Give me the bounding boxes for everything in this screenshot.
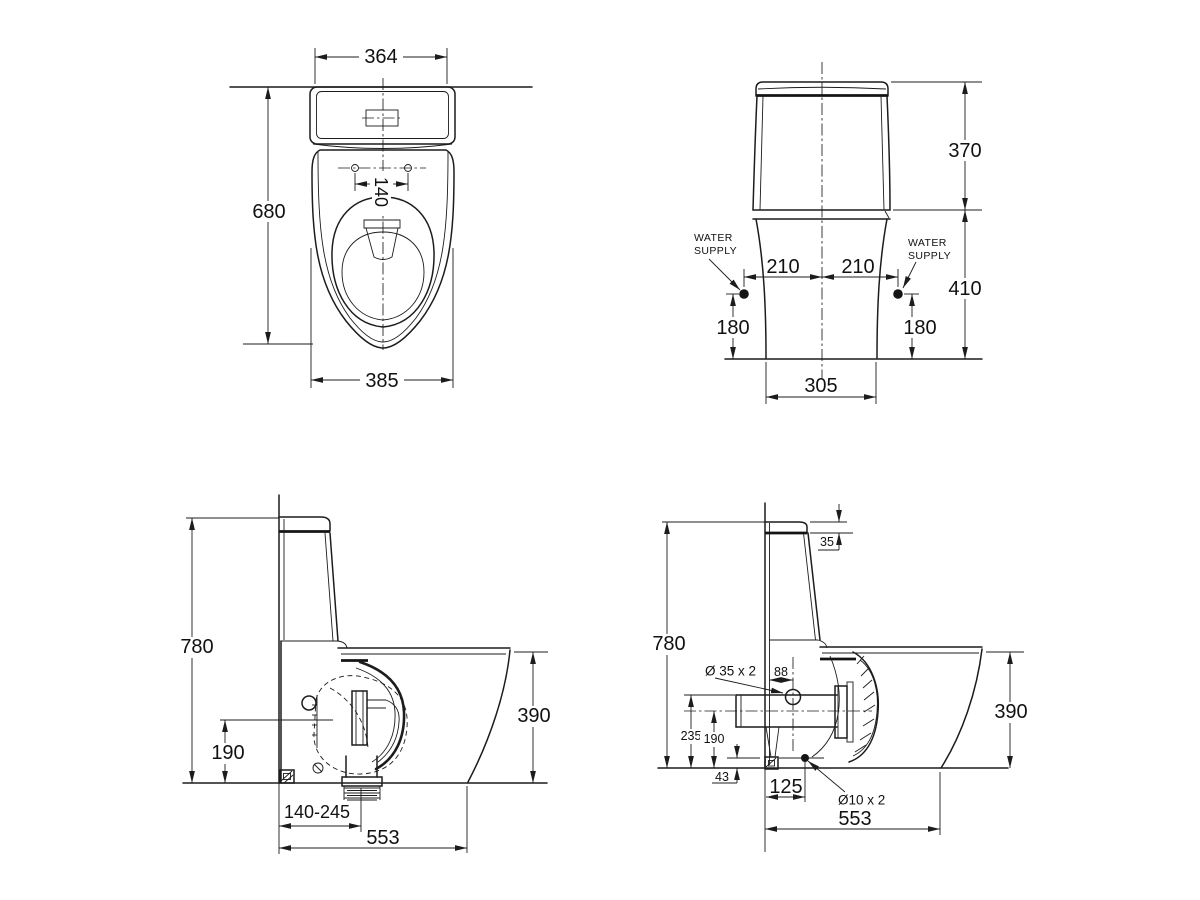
dim-label-410: 410 [948,278,981,300]
dimension-390: 390 [986,651,1033,768]
bowl-opening [331,196,435,328]
water-supply-left-text2: SUPPLY [694,245,737,257]
dimension-35: 35 [810,504,853,551]
floor-outlet-pipe [341,755,383,801]
label-fixing-hole: Ø10 x 2 [807,760,885,808]
dimension-190: 190 [206,719,333,783]
dim-label-210-right: 210 [841,256,874,278]
pan-section-outline [819,646,983,769]
dim-label-190: 190 [211,742,244,764]
flush-button [365,109,399,127]
dim-label-370: 370 [948,140,981,162]
cistern-section-outline [764,521,828,649]
dim-label-190: 190 [704,732,725,746]
dimension-370: 370 [891,81,987,211]
dim-label-125: 125 [769,776,802,798]
dimension-680: 680 [243,87,313,345]
side-view: 780 390 190 140-245 553 [175,494,557,854]
inlet-pipe-section [684,657,872,752]
water-supply-points [739,289,903,299]
dim-label-180-left: 180 [716,317,749,339]
cistern-top-outline [309,86,456,149]
dim-label-780: 780 [652,633,685,655]
dim-label-210-left: 210 [766,256,799,278]
floor-fixing-hole [279,769,295,784]
dimension-780: 780 [647,521,765,768]
cistern-rear-outline [752,81,891,220]
inlet-valve-circle [301,695,317,711]
dim-label-235: 235 [681,729,702,743]
dim-label-364: 364 [364,46,397,68]
down-pipe [727,726,824,759]
dim-label-140-245: 140-245 [284,802,350,822]
water-supply-left-text1: WATER [694,232,733,244]
dim-label-553: 553 [366,827,399,849]
trap-wall-hatched [811,651,880,763]
water-supply-inlet-right [893,289,903,299]
water-supply-right-text2: SUPPLY [908,250,951,262]
dimension-180-left: 180 [711,293,755,359]
dim-label-553: 553 [838,808,871,830]
seat-outline [311,149,455,349]
dim-label-390: 390 [994,701,1027,723]
dim-label-680: 680 [252,201,285,223]
dimension-125: 125 [766,762,806,802]
dimension-210-left: 210 [743,256,822,287]
dimension-210-right: 210 [822,256,899,287]
water-supply-right-text1: WATER [908,237,947,249]
water-supply-label-left: WATER SUPPLY [694,232,741,291]
plan-view: 364 680 140 385 [229,46,533,392]
pan-side-outline [280,640,511,783]
dim-label-385: 385 [365,370,398,392]
dim-label-fixing-hole: Ø10 x 2 [838,793,885,808]
dim-label-88: 88 [774,665,788,679]
dimension-410: 410 [943,210,987,359]
dim-label-780: 780 [180,636,213,658]
dim-label-305: 305 [804,375,837,397]
inlet-hole-circle [784,688,802,706]
section-view: 780 35 Ø 35 x 2 88 235 190 [647,502,1033,852]
dimension-553: 553 [765,772,941,835]
dimension-180-right: 180 [898,293,942,359]
label-inlet-hole: Ø 35 x 2 [705,664,784,694]
cistern-side-outline [278,516,348,649]
floor-fixing-hole [764,756,779,770]
nozzle-cover [363,219,401,229]
water-supply-inlet-left [739,289,749,299]
dimension-140: 140 [354,171,409,214]
dimension-140-245: 140-245 [279,788,362,832]
dimension-390: 390 [512,651,557,783]
trapway-section [301,660,408,775]
rear-view: WATER SUPPLY WATER SUPPLY 210 210 370 [694,62,987,404]
drain-fixing-point [801,754,809,762]
dimension-364: 364 [314,46,448,84]
dim-label-180-right: 180 [903,317,936,339]
dimension-305: 305 [765,362,877,404]
dim-label-140: 140 [371,177,391,207]
dim-label-390: 390 [517,705,550,727]
seat-fixing-holes [351,164,412,172]
dimension-88: 88 [769,665,793,683]
outlet-flange [351,690,368,746]
dim-label-43: 43 [715,770,729,784]
dim-label-35: 35 [820,535,834,549]
dimension-780: 780 [175,517,279,783]
fixing-screw [312,762,324,774]
dim-label-inlet-hole: Ø 35 x 2 [705,664,756,679]
wall-line [764,502,770,852]
dimension-385: 385 [310,248,454,392]
dimension-190: 190 [700,711,728,768]
dimension-235: 235 [676,694,735,768]
base-rear-outline [755,218,888,359]
water-supply-label-right: WATER SUPPLY [902,237,951,289]
dimension-43: 43 [712,744,740,784]
dimension-553: 553 [279,786,468,853]
